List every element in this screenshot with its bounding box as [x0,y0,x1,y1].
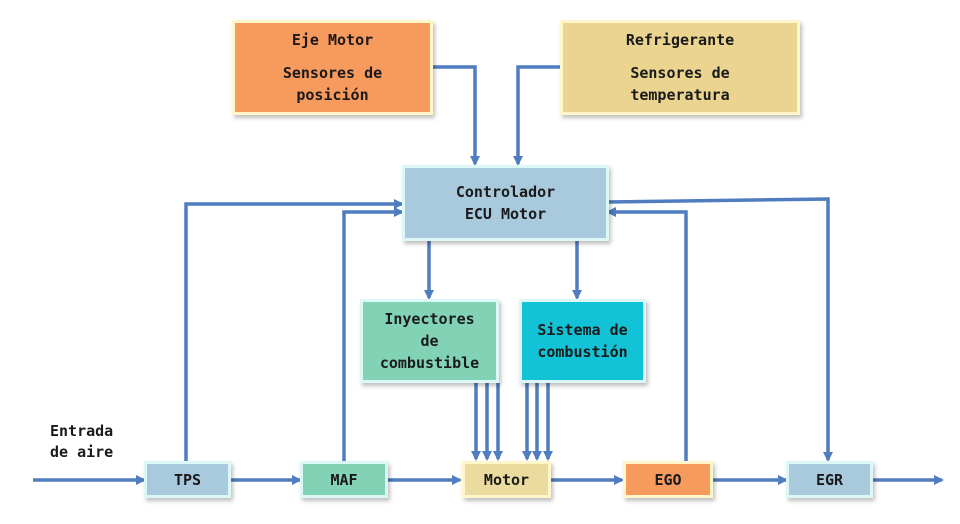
arrow-maf-to-ecu [342,207,404,462]
entrada-aire-line1: Entrada [50,422,114,440]
sistema-line1: Sistema de [537,321,628,339]
inyectores-line3: combustible [379,354,480,372]
motor-label: Motor [483,470,530,489]
egr-box: EGR [786,461,873,498]
maf-label: MAF [330,470,358,489]
motor-box: Motor [462,461,551,498]
arrow-ego-to-ecu [606,207,688,462]
arrow-ecu-to-egr [606,197,833,462]
arrow-refrigerante-to-ecu [513,65,560,166]
controlador-box: Controlador ECU Motor [402,165,609,241]
eje-motor-title: Eje Motor [291,31,374,49]
controlador-line2: ECU Motor [464,205,547,223]
refrigerante-line2: temperatura [630,86,730,104]
refrigerante-title: Refrigerante [625,31,735,49]
arrow-eje-to-ecu [433,65,480,166]
sistema-line2: combustión [537,343,628,361]
tps-label: TPS [173,470,202,489]
refrigerante-line1: Sensores de [630,64,730,82]
egr-label: EGR [815,470,844,489]
ego-box: EGO [623,461,713,498]
tps-box: TPS [144,461,231,498]
entrada-aire-line2: de aire [50,443,114,461]
inyectores-line2: de [420,332,439,350]
eje-motor-line1: Sensores de [282,64,383,82]
inyectores-box: Inyectores de combustible [360,299,499,383]
sistema-box: Sistema de combustión [519,299,646,383]
controlador-line1: Controlador [455,183,556,201]
eje-motor-box: Eje Motor Sensores de posición [232,20,433,115]
entrada-aire-label: Entrada de aire [50,421,113,463]
inyectores-line1: Inyectores [384,310,475,328]
arrow-tps-to-ecu [184,199,404,462]
eje-motor-line2: posición [296,86,369,104]
refrigerante-box: Refrigerante Sensores de temperatura [560,20,800,115]
ego-label: EGO [654,470,682,489]
maf-box: MAF [300,461,388,498]
